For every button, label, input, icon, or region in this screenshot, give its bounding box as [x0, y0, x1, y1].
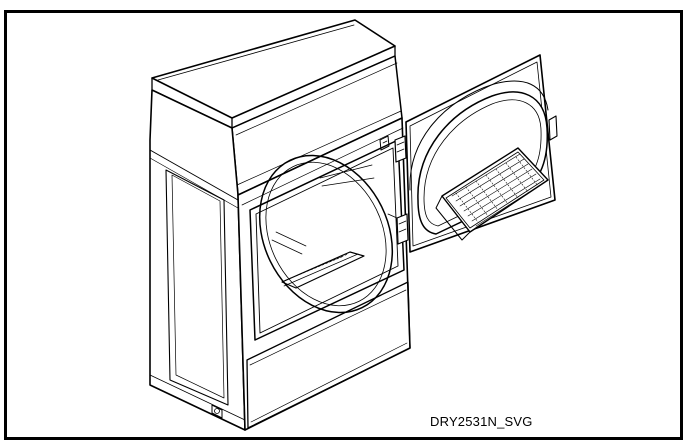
door-opening-frame	[249, 139, 405, 341]
dryer-kick-panel	[246, 281, 411, 429]
dryer-drum	[258, 154, 394, 314]
dryer-side-panel	[149, 89, 246, 431]
door-hinges	[387, 135, 409, 245]
door-lint-screen	[435, 147, 549, 241]
lint-filter	[281, 251, 365, 289]
figure-label: DRY2531N_SVG	[430, 414, 533, 429]
door-strike	[379, 135, 390, 151]
